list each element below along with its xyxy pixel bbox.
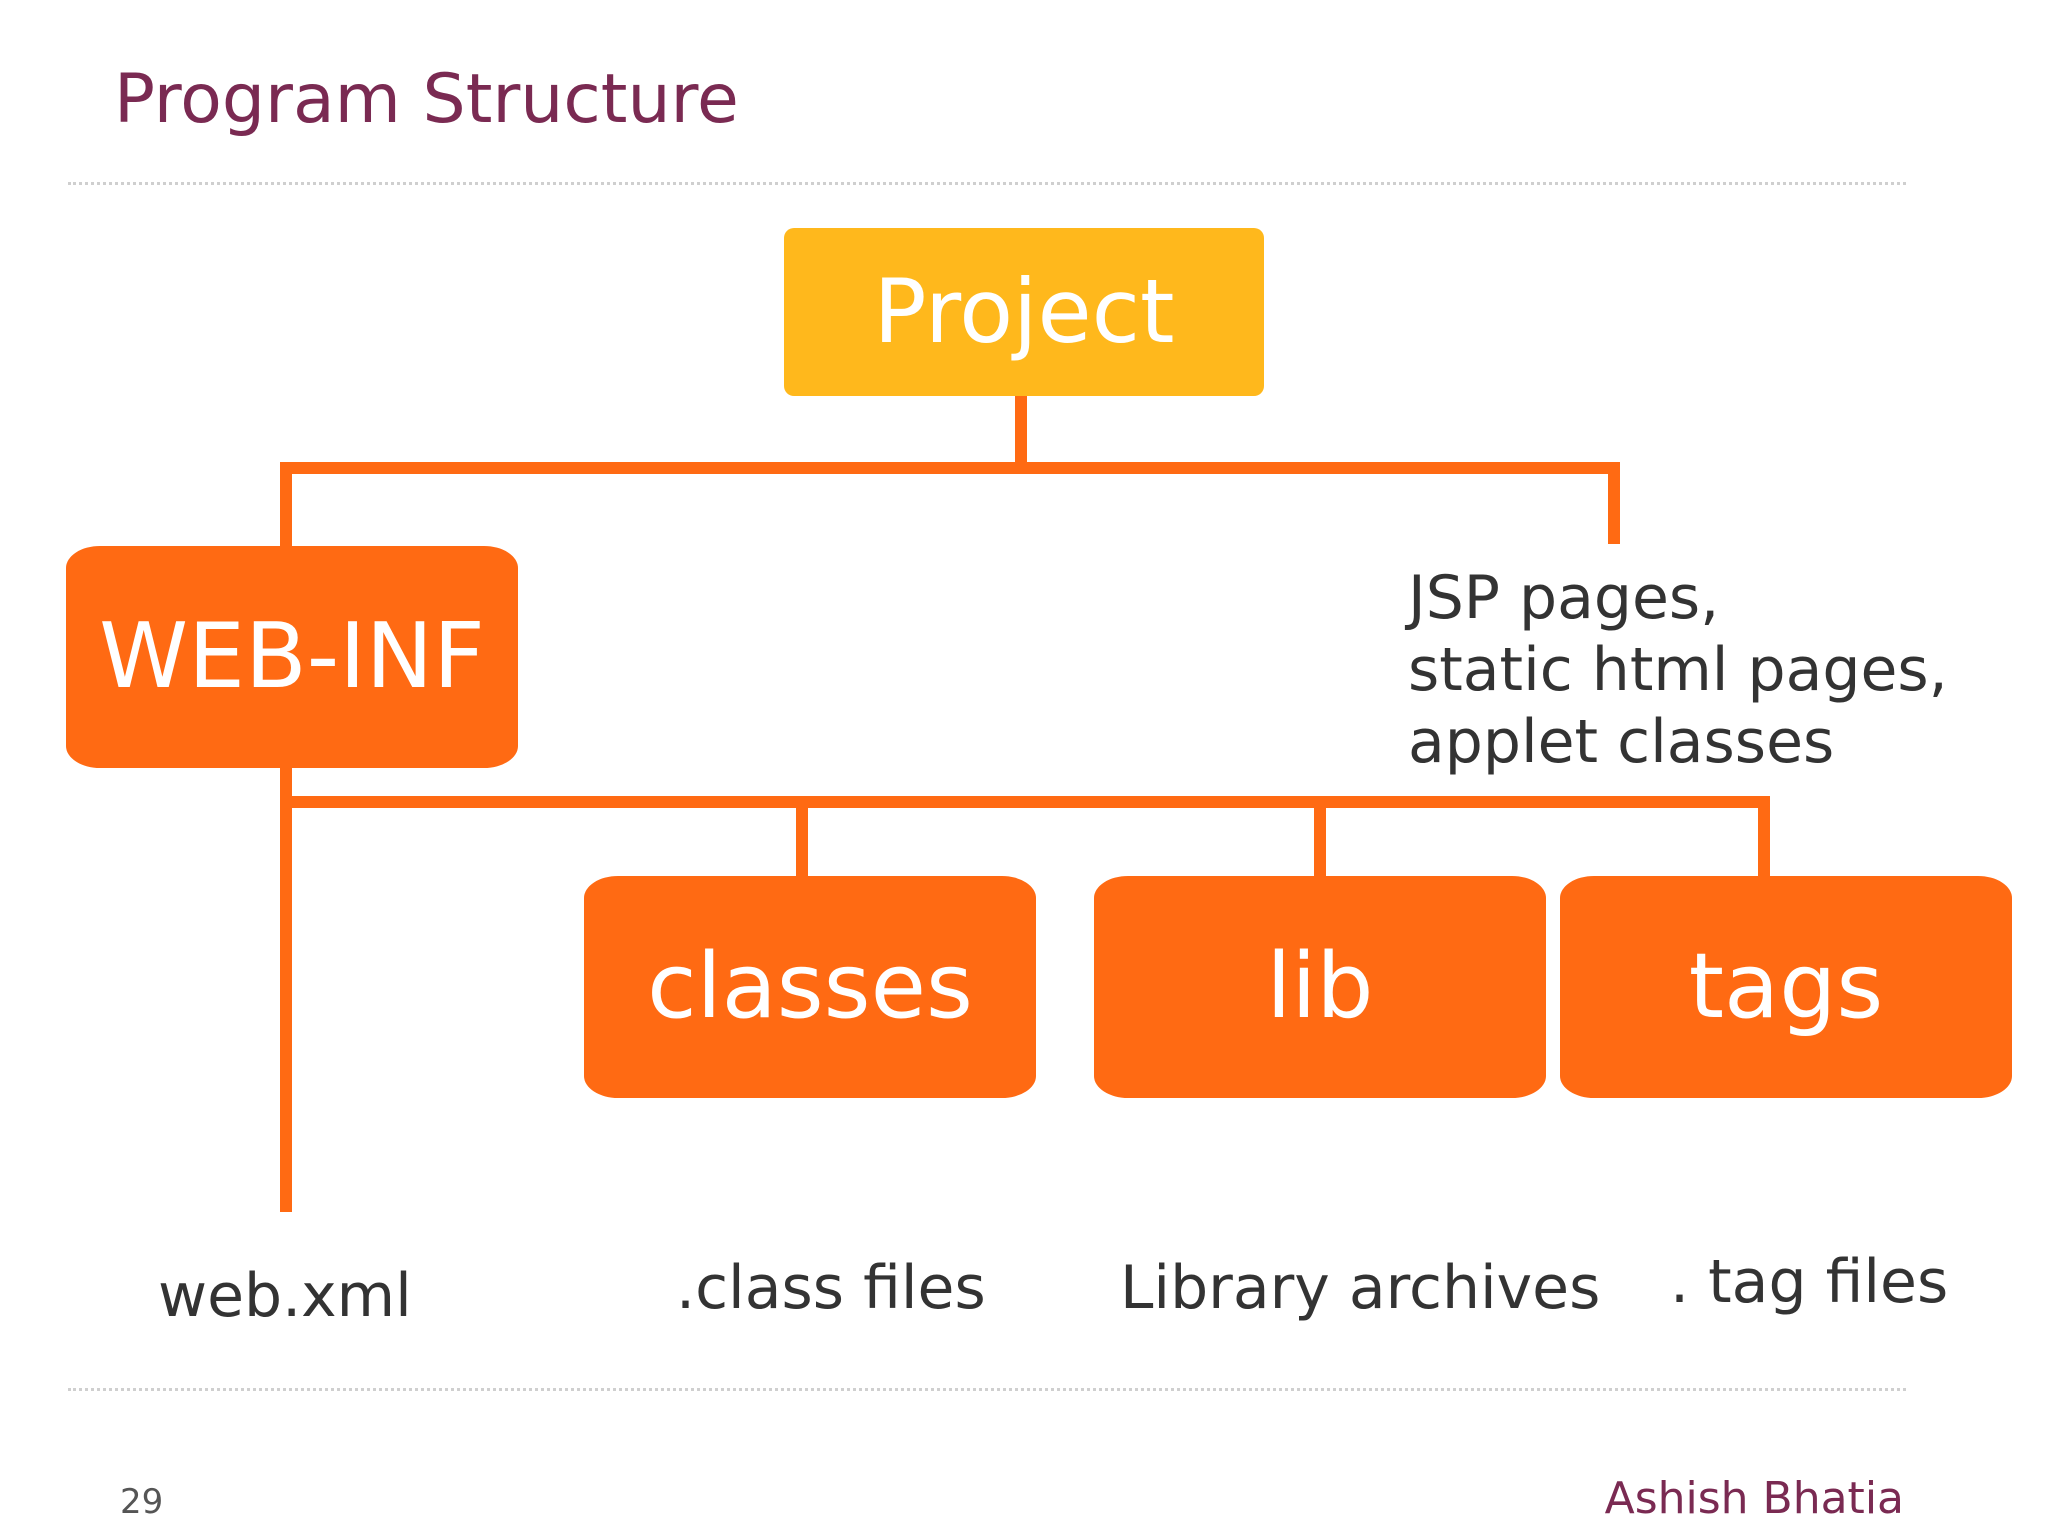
classes-node: classes (584, 876, 1036, 1098)
tags-node: tags (1560, 876, 2012, 1098)
author-name: Ashish Bhatia (1604, 1473, 1904, 1524)
connector-webinf-bus (280, 796, 1770, 808)
connector-webinf-down (280, 766, 292, 1212)
project-node: Project (784, 228, 1264, 396)
library-archives-caption: Library archives (1120, 1253, 1601, 1323)
bottom-divider (68, 1388, 1906, 1391)
class-files-caption: .class files (676, 1253, 986, 1323)
root-contents-note: JSP pages, static html pages, applet cla… (1408, 562, 1948, 778)
connector-to-lib (1314, 796, 1326, 878)
lib-node: lib (1094, 876, 1546, 1098)
tag-files-caption: . tag files (1670, 1247, 1949, 1317)
slide-title: Program Structure (114, 60, 739, 139)
root-contents-line-2: static html pages, (1408, 635, 1948, 705)
web-xml-caption: web.xml (158, 1261, 412, 1331)
root-contents-line-3: applet classes (1408, 707, 1835, 777)
web-inf-node: WEB-INF (66, 546, 518, 768)
connector-to-root-files (1608, 462, 1620, 544)
connector-project-down (1015, 396, 1027, 466)
root-contents-line-1: JSP pages, (1408, 563, 1720, 633)
connector-to-webinf (280, 462, 292, 548)
connector-to-tags (1758, 796, 1770, 878)
connector-to-classes (796, 796, 808, 878)
connector-root-bus (280, 462, 1620, 474)
page-number: 29 (120, 1482, 164, 1522)
top-divider (68, 182, 1906, 185)
